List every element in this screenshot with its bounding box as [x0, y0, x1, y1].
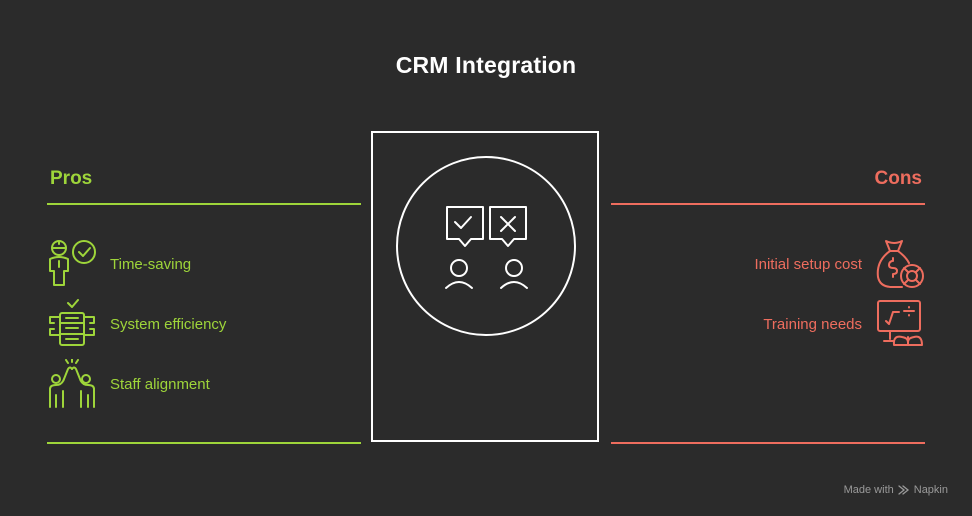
cons-item-initial-setup-cost: Initial setup cost: [754, 239, 926, 289]
pros-item-label: System efficiency: [110, 315, 227, 333]
napkin-logo-icon: [898, 484, 910, 496]
cons-top-divider: [611, 203, 925, 205]
pros-item-staff-alignment: Staff alignment: [46, 359, 210, 409]
cons-bottom-divider: [611, 442, 925, 444]
cons-heading: Cons: [874, 168, 923, 189]
pros-bottom-divider: [47, 442, 361, 444]
pros-item-system-efficiency: System efficiency: [46, 299, 226, 349]
pros-top-divider: [47, 203, 361, 205]
watermark-text: Made with: [843, 484, 894, 496]
presentation-book-icon: [874, 299, 926, 349]
two-people-check-cross-icon: [395, 155, 577, 337]
cons-item-training-needs: Training needs: [763, 299, 926, 349]
pros-item-label: Time-saving: [110, 255, 192, 273]
pros-item-label: Staff alignment: [110, 375, 210, 393]
server-stack-check-icon: [46, 299, 98, 349]
watermark-brand: Napkin: [913, 484, 948, 496]
money-bag-lifebuoy-icon: [874, 239, 926, 289]
diagram-title: CRM Integration: [395, 52, 577, 78]
pros-item-time-saving: Time-saving: [46, 239, 191, 289]
cons-item-label: Initial setup cost: [754, 255, 862, 273]
made-with-napkin-watermark: Made with Napkin: [844, 484, 948, 496]
person-clock-check-icon: [46, 239, 98, 289]
high-five-icon: [46, 359, 98, 409]
center-frame: [371, 131, 599, 442]
pros-heading: Pros: [50, 168, 93, 189]
cons-item-label: Training needs: [763, 315, 862, 333]
